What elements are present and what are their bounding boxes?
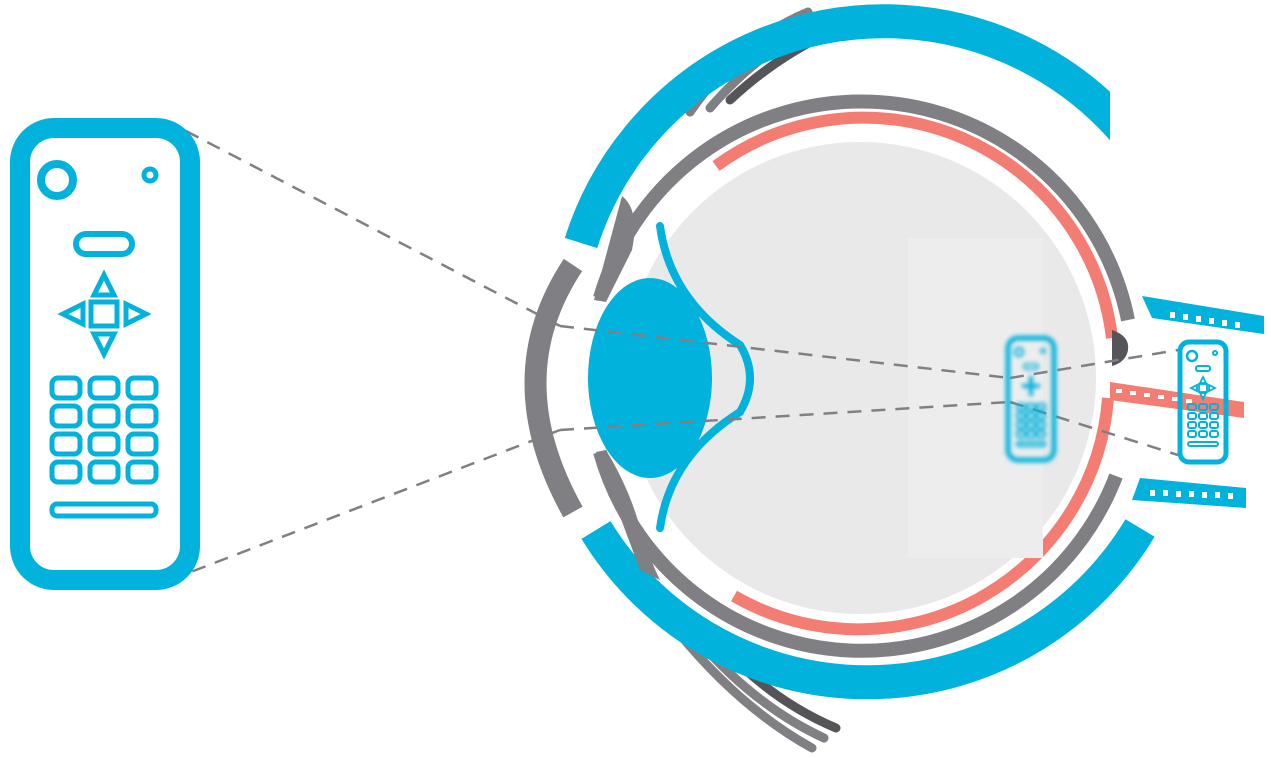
remote-bottom-bar <box>52 504 156 516</box>
vitreous-shade <box>908 238 1043 558</box>
remote-dpad <box>63 275 146 354</box>
remote-led <box>144 169 156 181</box>
cornea <box>536 265 574 512</box>
remote-power-button <box>41 164 73 196</box>
optic-nerve <box>1110 296 1264 508</box>
remote-wide-button <box>76 234 132 254</box>
remote-control-object <box>20 128 190 580</box>
remote-keypad <box>52 378 156 482</box>
